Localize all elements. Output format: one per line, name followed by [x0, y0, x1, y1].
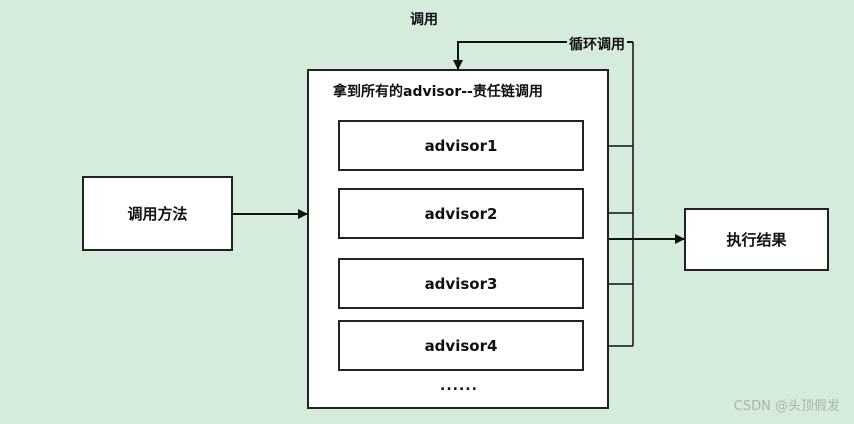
advisor-label: advisor3 — [424, 274, 498, 293]
advisor-label: advisor1 — [424, 136, 498, 155]
call-method-label: 调用方法 — [127, 205, 188, 223]
advisor-box-3: advisor3 — [338, 258, 584, 309]
watermark: CSDN @头顶假发 — [733, 399, 840, 414]
call-method-box: 调用方法 — [82, 176, 233, 251]
advisor-box-1: advisor1 — [338, 120, 584, 171]
advisor-label: advisor4 — [424, 336, 498, 355]
advisor-box-2: advisor2 — [338, 188, 584, 239]
advisor-box-4: advisor4 — [338, 320, 584, 371]
ellipsis: ...... — [440, 378, 478, 394]
advisor-label: advisor2 — [424, 204, 498, 223]
result-label: 执行结果 — [726, 231, 787, 249]
top-label: 调用 — [410, 12, 438, 28]
result-box: 执行结果 — [684, 208, 829, 271]
loop-label: 循环调用 — [567, 34, 627, 54]
container-title: 拿到所有的advisor--责任链调用 — [333, 84, 543, 100]
